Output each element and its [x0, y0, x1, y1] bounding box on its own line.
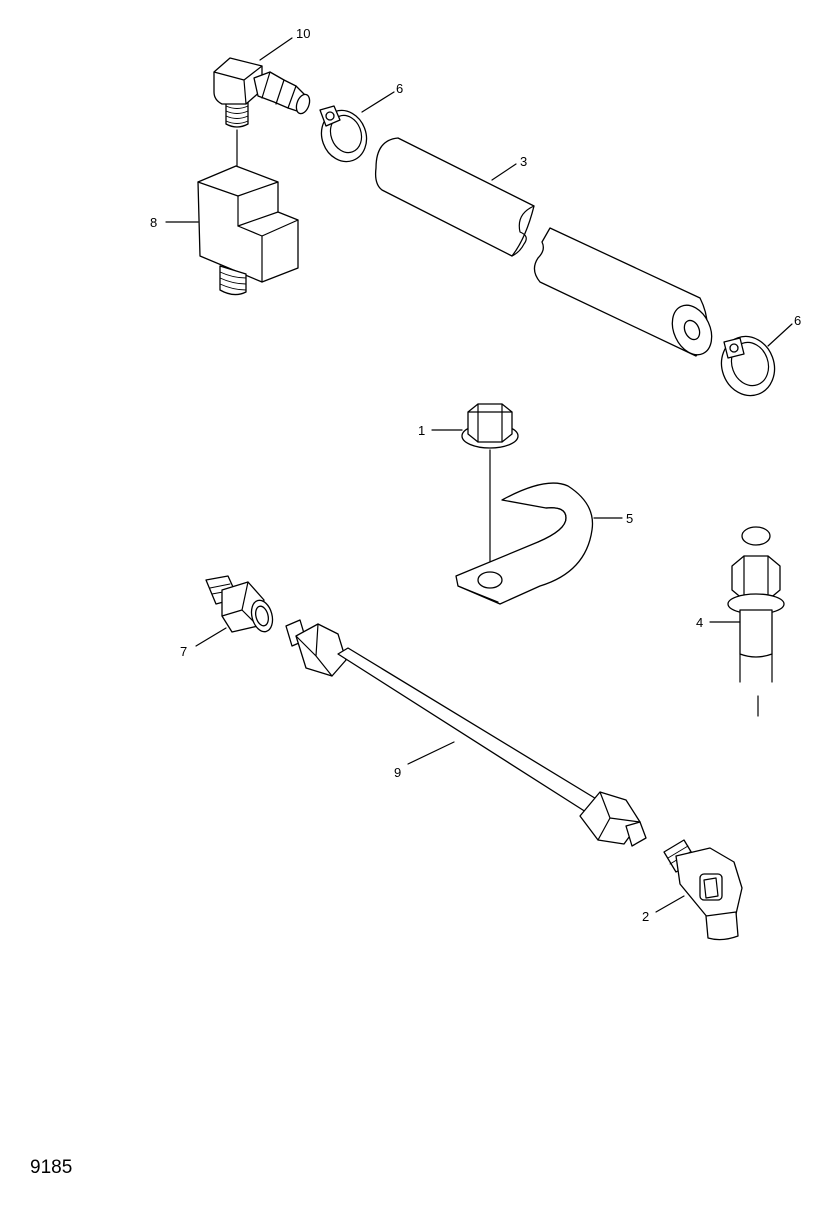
- figure-number: 9185: [30, 1157, 72, 1178]
- callout-9: 9: [394, 765, 401, 780]
- hose-segment-upper: [374, 137, 535, 257]
- callout-8: 8: [150, 215, 157, 230]
- flange-bolt: [461, 403, 519, 449]
- hose-clamp-upper: [319, 105, 368, 163]
- elbow-fitting: [663, 839, 743, 941]
- callout-5: 5: [626, 511, 633, 526]
- callout-7: 7: [180, 644, 187, 659]
- callout-6-lower: 6: [794, 313, 801, 328]
- leader-line-10: [259, 37, 293, 61]
- callout-6-upper: 6: [396, 81, 403, 96]
- callout-4: 4: [696, 615, 703, 630]
- callout-1: 1: [418, 423, 425, 438]
- bolt-with-washer: [727, 526, 785, 717]
- leader-line-9: [407, 741, 455, 765]
- elbow-barb-fitting: [213, 57, 311, 128]
- leader-line-7: [195, 627, 227, 647]
- callout-10: 10: [296, 26, 310, 41]
- callout-3: 3: [520, 154, 527, 169]
- tube-connector: [205, 575, 274, 633]
- hose-barb: [253, 71, 311, 115]
- p-clip: [455, 482, 594, 605]
- block-thread: [219, 265, 247, 296]
- callout-2: 2: [642, 909, 649, 924]
- fitting-thread: [225, 99, 249, 128]
- leader-line-2: [655, 895, 685, 913]
- leader-line-6-upper: [361, 91, 395, 113]
- hose-segment-lower: [533, 227, 713, 357]
- tube-assembly: [285, 619, 647, 847]
- hose-clamp-lower: [720, 335, 776, 397]
- tee-block: [197, 165, 299, 296]
- leader-line-6-lower: [767, 323, 793, 347]
- leader-line-3: [491, 163, 517, 181]
